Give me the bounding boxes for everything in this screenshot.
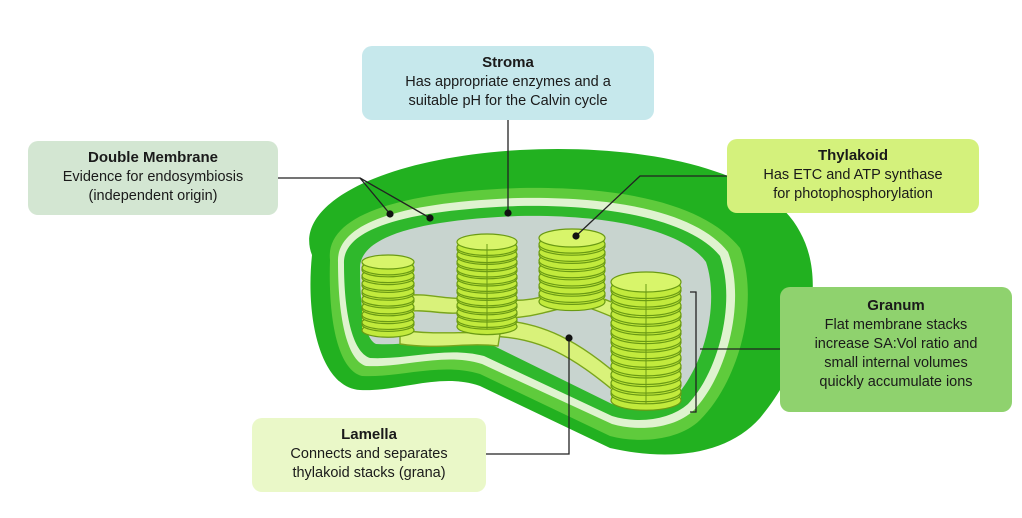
dot-outer-membrane	[386, 210, 394, 218]
double-membrane-title: Double Membrane	[87, 149, 219, 166]
thylakoid-label-box: Thylakoid Has ETC and ATP synthase for p…	[727, 139, 979, 213]
stroma-title: Stroma	[482, 54, 534, 71]
pointer-dots	[386, 209, 580, 342]
chloroplast-body	[309, 148, 813, 455]
stroma-label-box: Stroma Has appropriate enzymes and a sui…	[362, 46, 654, 120]
lamella-title: Lamella	[341, 426, 397, 443]
stroma-description: Has appropriate enzymes and a suitable p…	[405, 74, 611, 109]
dot-lamella	[565, 334, 573, 342]
granum-stack	[361, 254, 415, 338]
pointer-lamella	[486, 338, 570, 455]
pointer-granum-bracket	[690, 291, 697, 413]
double-membrane-label-box: Double Membrane Evidence for endosymbios…	[28, 141, 278, 215]
pointer-thylakoid	[575, 175, 727, 237]
thylakoid-description: Has ETC and ATP synthase for photophosph…	[763, 167, 943, 202]
thylakoid-title: Thylakoid	[817, 147, 888, 164]
pointer-double-membrane-2	[359, 177, 431, 219]
granum-description: Flat membrane stacks increase SA:Vol rat…	[814, 317, 978, 390]
grana	[361, 228, 682, 411]
double-membrane-description: Evidence for endosymbiosis (independent …	[62, 169, 244, 204]
lamella-description: Connects and separates thylakoid stacks …	[290, 446, 448, 481]
dot-thylakoid	[572, 232, 580, 240]
granum-stack	[456, 233, 518, 336]
lamella-label-box: Lamella Connects and separates thylakoid…	[252, 418, 486, 492]
dot-stroma	[504, 209, 512, 217]
granum-label-box: Granum Flat membrane stacks increase SA:…	[780, 287, 1012, 412]
thylakoid-disc	[361, 254, 415, 270]
dot-inner-membrane	[426, 214, 434, 222]
granum-title: Granum	[867, 297, 925, 314]
thylakoid-disc	[538, 228, 606, 248]
pointer-lines	[278, 120, 780, 455]
granum-stack	[538, 228, 606, 312]
granum-stack	[610, 271, 682, 411]
